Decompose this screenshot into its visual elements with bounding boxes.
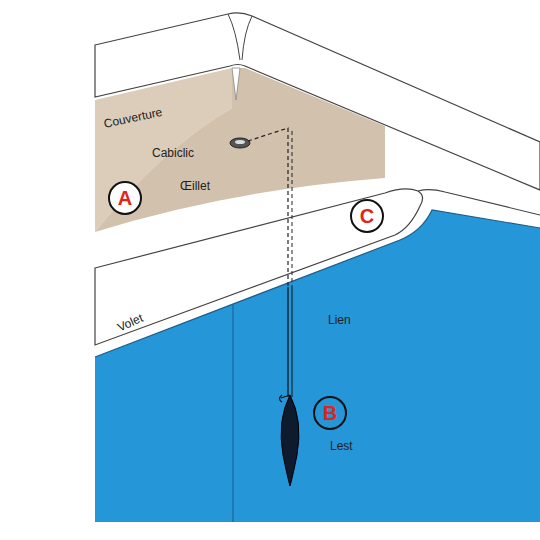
weight [281,395,299,486]
callout-circle: C [350,199,384,233]
part-label: Lien [328,314,351,326]
part-label: Œillet [180,180,210,192]
part-label: Cabiclic [152,147,194,159]
callout-letter: A [118,188,132,208]
corner-fold [232,68,240,100]
coping-joint [242,16,252,60]
callout-circle: A [108,181,142,215]
callout-circle: B [313,396,347,430]
callout-letter: B [323,403,337,423]
tie-dashed [248,128,288,287]
part-label: Lest [330,440,353,452]
eyelet [230,138,250,148]
water [95,210,540,522]
liner-seam [233,305,234,522]
coping-joint [228,14,240,60]
callout-letter: C [360,206,374,226]
tie [287,287,288,397]
